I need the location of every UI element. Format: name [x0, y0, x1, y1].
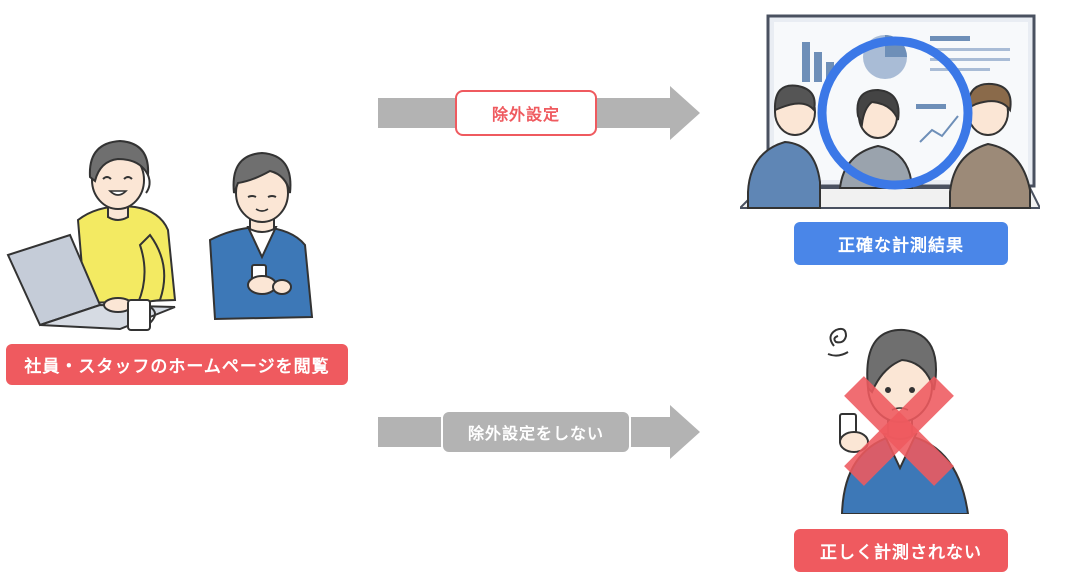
- arrow-excluded-label: 除外設定: [455, 90, 597, 136]
- result-inaccurate: 正しく計測されない: [794, 529, 1008, 572]
- source-caption-text: 社員・スタッフのホームページを閲覧: [24, 357, 330, 377]
- staff-illustration: [0, 125, 320, 340]
- result-accurate: 正確な計測結果: [794, 222, 1008, 265]
- result-accurate-text: 正確な計測結果: [838, 236, 964, 256]
- arrow-not-excluded-label-text: 除外設定をしない: [467, 424, 604, 443]
- woman-with-laptop: [6, 139, 177, 331]
- cross-mark-icon: [838, 370, 960, 492]
- circle-mark-icon: [815, 34, 975, 192]
- man-with-phone: [208, 151, 314, 321]
- arrow-not-excluded-label: 除外設定をしない: [441, 410, 631, 454]
- result-inaccurate-text: 正しく計測されない: [820, 543, 982, 563]
- arrow-excluded-label-text: 除外設定: [491, 105, 560, 124]
- source-caption: 社員・スタッフのホームページを閲覧: [6, 344, 348, 385]
